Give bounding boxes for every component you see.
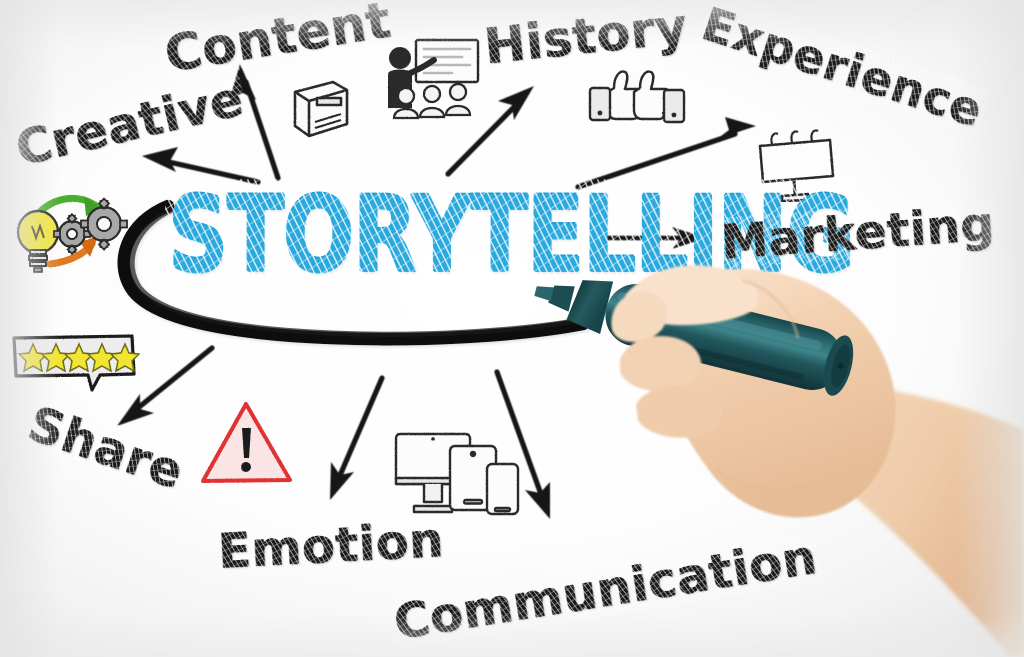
hand-holding-marker bbox=[534, 265, 1024, 657]
